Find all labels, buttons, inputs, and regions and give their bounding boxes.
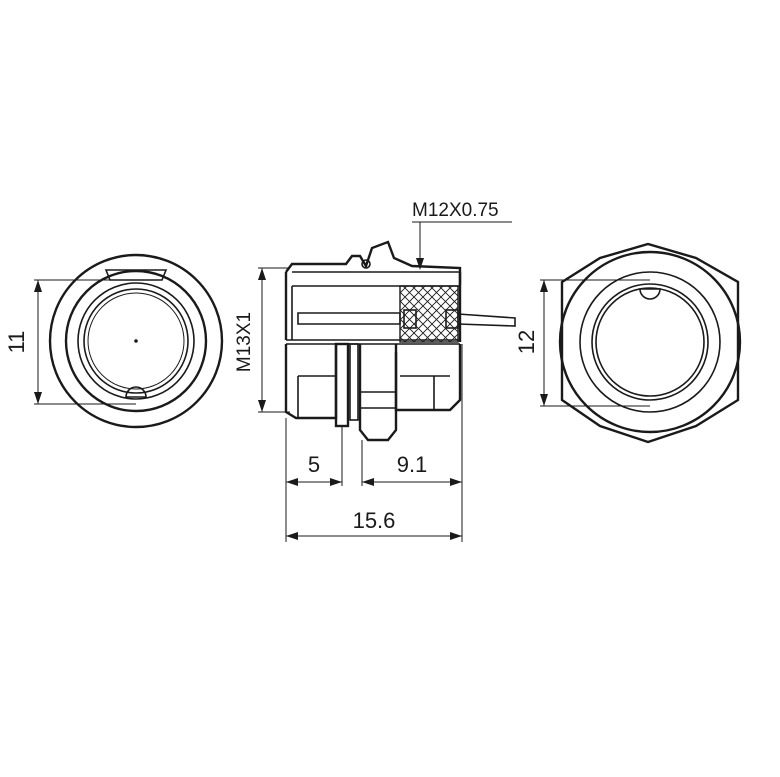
dimension-right-length: 9.1 [361,344,463,542]
right-rear-view [558,242,742,444]
dimension-right-height: 12 [514,279,650,407]
dimension-left-height-label: 11 [4,331,29,354]
dimension-total-length: 15.6 [286,508,462,540]
dimension-left-height: 11 [4,279,136,405]
side-section-view [284,240,516,442]
dimension-right-length-label: 9.1 [397,452,428,477]
dimension-thread-major: M13X1 [234,267,290,413]
dimension-thread-minor-label: M12X0.75 [412,200,499,221]
dimension-thread-minor: M12X0.75 [412,200,512,270]
dimension-thread-major-label: M13X1 [234,312,255,372]
dimension-left-length-label: 5 [308,452,320,477]
left-front-view [48,253,224,429]
dimension-right-height-label: 12 [514,330,539,354]
dimension-total-length-label: 15.6 [353,508,396,533]
dimension-left-length: 5 [285,418,343,542]
